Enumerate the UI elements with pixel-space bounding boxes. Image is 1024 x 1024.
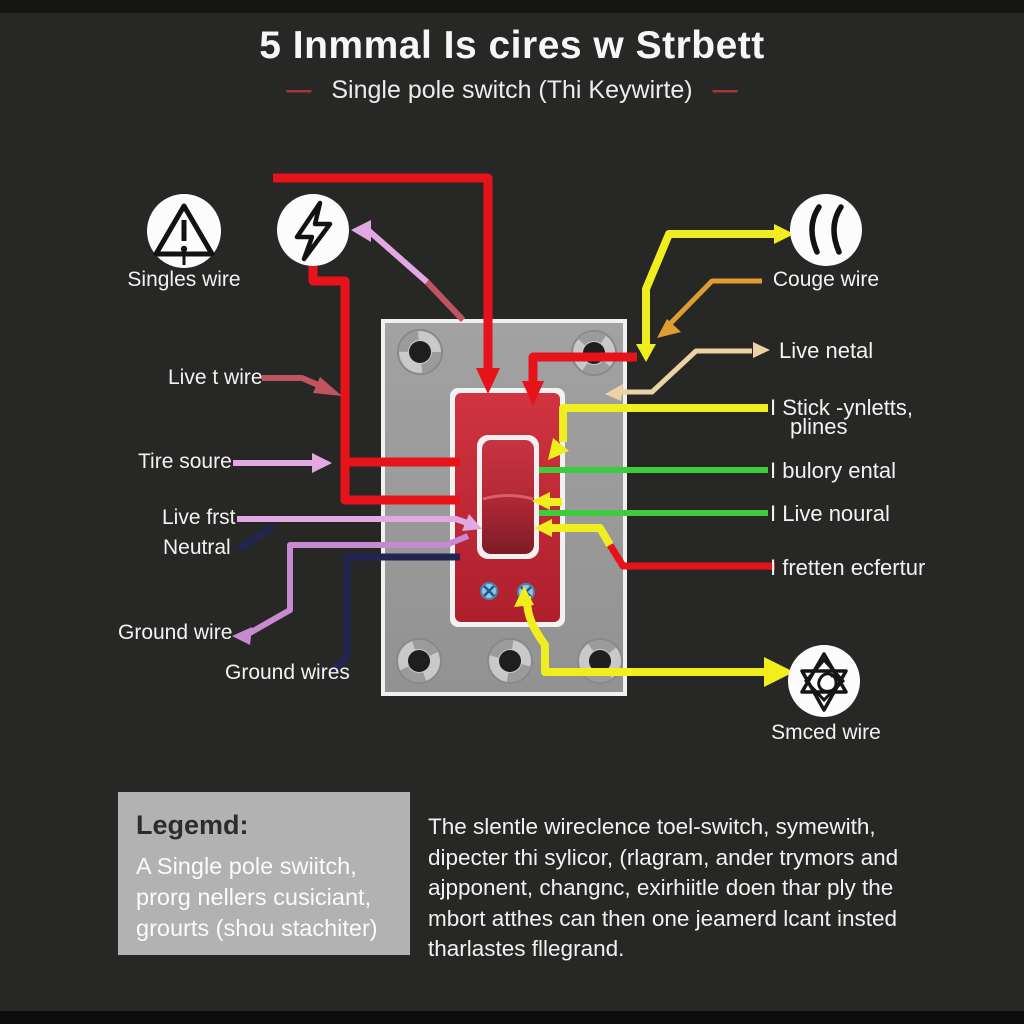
top-border-strip [0,0,1024,13]
green-wire [539,467,768,516]
label-tire-soure: Tire soure [138,450,232,473]
label-bulory-ental: I bulory ental [770,458,896,483]
warning-triangle-icon [147,194,221,268]
tan-wire [615,348,752,395]
yellow-arrowhead [534,519,552,537]
subtitle-dash-left: — [286,76,312,104]
label-ground-wire: Ground wire [118,621,233,644]
plum-arrowhead [351,220,371,242]
red-arrowhead [522,381,544,406]
violet-wire [246,533,470,637]
legend-line: grourts (shou stachiter) [136,915,378,941]
label-neutral: Neutral [163,536,231,559]
label-stick-ynletts: I Stick -ynletts, [770,395,914,420]
plate-screw [487,638,533,684]
wires-layer [232,173,794,687]
label-smced-wire: Smced wire [771,721,881,744]
plate-screw [396,638,442,684]
double-wave-icon [790,194,862,266]
yellow-arrowhead [774,224,794,244]
yellow-arrowhead-large [764,657,794,687]
symbol-circles [147,194,862,717]
subtitle-row: — Single pole switch (Thi Keywirte) — [0,76,1024,105]
label-singles-wire: Singles wire [127,268,241,291]
plate-screw [397,329,443,375]
label-ground-wires: Ground wires [225,661,350,684]
legend-line: prorg nellers cusiciant, [136,884,372,910]
crimson-arrowhead [313,377,342,396]
page-title: 5 Inmmal Is cires w Strbett [259,24,765,67]
yellow-wire [522,230,786,676]
description-line: ajpponent, changnc, exirhiitle doen thar… [428,875,894,900]
label-live-frst: Live frst [162,506,236,529]
legend-box: Legemd: A Single pole swiitch, prorg nel… [118,792,410,955]
navy-wire [237,523,460,674]
description-line: mbort atthes can then one jeamerd lcant … [428,905,898,931]
page-subtitle: Single pole switch (Thi Keywirte) [331,76,693,104]
label-live-netal: Live netal [779,338,874,363]
tan-arrowhead [753,342,770,358]
switch-plate [381,319,627,696]
plum-wire [233,228,472,527]
description-line: dipecter thi sylicor, (rlagram, ander tr… [428,844,899,870]
switch-rocker[interactable] [477,435,539,559]
label-live-noural: I Live noural [770,501,890,526]
red-arrowhead [476,368,500,394]
yellow-arrowhead [532,492,550,510]
label-live-t-wire: Live t wire [168,366,263,389]
terminal-screw-blue [480,582,498,600]
star-spiral-icon [788,645,860,717]
legend-line: A Single pole swiitch, [136,853,357,879]
yellow-arrowhead [514,586,534,607]
yellow-arrowhead [636,344,656,362]
legend-heading: Legemd: [136,810,249,840]
plum-arrowhead [462,514,482,531]
label-fretten-ecfertur: I fretten ecfertur [770,555,926,580]
violet-arrowhead [232,627,252,645]
orange-wire [662,278,762,332]
label-stick-ynletts-line2: plines [790,414,848,439]
plum-arrowhead [312,453,332,473]
yellow-arrowhead [548,438,569,460]
red-wire [273,173,775,570]
plate-screw [577,638,623,684]
label-couge-wire: Couge wire [772,268,880,291]
description-line: tharlastes fllegrand. [428,936,625,961]
description-line: The slentle wireclence toel-switch, syme… [428,814,876,839]
tan-arrowhead [605,384,623,401]
description-paragraph: The slentle wireclence toel-switch, syme… [428,812,898,965]
orange-arrowhead [657,319,681,338]
bottom-border-strip [0,1011,1024,1024]
subtitle-dash-right: — [712,76,738,104]
lightning-bolt-icon [277,194,349,266]
